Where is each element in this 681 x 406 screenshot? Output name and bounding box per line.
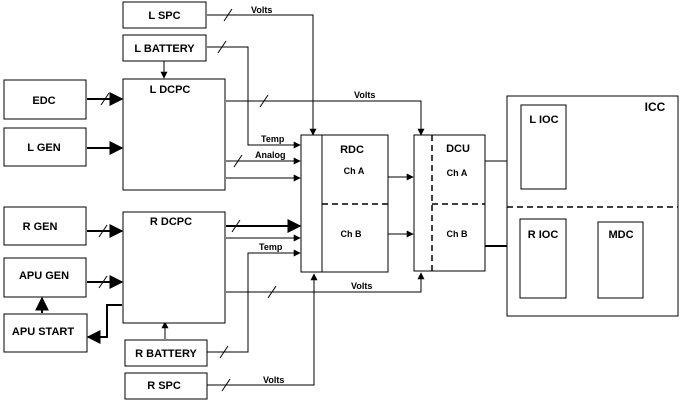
block-apu-gen: APU GEN — [3, 257, 87, 298]
block-rdc-label: RDC — [340, 144, 364, 156]
slash-mark — [219, 345, 229, 359]
block-l-battery: L BATTERY — [122, 34, 207, 62]
rdc-ch-b-label: Ch B — [341, 229, 362, 239]
block-apu-start: APU START — [3, 313, 88, 353]
block-l-dcpc: L DCPC — [122, 78, 226, 191]
block-l-spc-label: L SPC — [148, 10, 180, 22]
wire-l-spc-to-rdc — [207, 14, 317, 136]
signal-temp-l: Temp — [261, 134, 285, 144]
signal-volts-r-dcpc: Volts — [351, 281, 372, 291]
block-r-gen-label: R GEN — [23, 221, 58, 233]
dcu-ch-b-label: Ch B — [447, 229, 468, 239]
slash-mark — [217, 40, 227, 54]
wire-r-spc-to-rdc — [207, 273, 318, 386]
slash-mark — [100, 92, 110, 106]
dcu-ch-a-label: Ch A — [447, 168, 468, 178]
signal-temp-r: Temp — [259, 242, 283, 252]
block-dcu: DCU Ch A Ch B — [413, 134, 486, 272]
block-l-gen: L GEN — [3, 127, 87, 167]
slash-mark — [223, 8, 233, 22]
signal-volts-l-dcpc: Volts — [354, 90, 375, 100]
block-r-spc: R SPC — [124, 372, 208, 400]
wire-l-dcpc-volts-to-dcu — [226, 100, 425, 136]
block-apu-gen-label: APU GEN — [19, 270, 69, 282]
block-edc-label: EDC — [32, 95, 55, 107]
block-icc-label: ICC — [645, 100, 666, 114]
block-l-spc: L SPC — [122, 1, 207, 29]
block-apu-start-label: APU START — [12, 326, 74, 338]
slash-mark — [259, 94, 269, 108]
block-dcu-label: DCU — [446, 143, 470, 155]
slash-mark — [221, 378, 231, 392]
block-r-spc-label: R SPC — [147, 380, 181, 392]
block-r-battery: R BATTERY — [124, 339, 208, 367]
rdc-ch-a-label: Ch A — [344, 166, 365, 176]
block-r-ioc: R IOC — [519, 218, 567, 299]
block-r-dcpc-label: R DCPC — [150, 216, 192, 228]
block-l-ioc: L IOC — [520, 104, 567, 190]
block-mdc: MDC — [597, 221, 644, 299]
wire-r-battery-to-rdc — [207, 249, 301, 353]
block-l-dcpc-label: L DCPC — [150, 84, 191, 96]
signal-volts-l-spc: Volts — [251, 5, 272, 15]
slash-mark — [98, 275, 108, 289]
block-edc: EDC — [3, 79, 87, 120]
block-l-ioc-label: L IOC — [529, 114, 558, 126]
block-l-gen-label: L GEN — [27, 142, 60, 154]
slash-mark — [231, 219, 241, 233]
signal-analog-l: Analog — [255, 150, 286, 160]
block-r-battery-label: R BATTERY — [135, 348, 197, 360]
wire-r-dcpc-volts-to-dcu — [226, 272, 425, 293]
block-rdc: RDC Ch A Ch B — [300, 134, 389, 273]
slash-mark — [267, 285, 277, 299]
block-r-gen: R GEN — [3, 206, 87, 246]
signal-labels: Volts Volts Temp Analog Temp Volts Volts — [251, 5, 375, 385]
signal-volts-r-spc: Volts — [263, 375, 284, 385]
wire-l-battery-to-rdc — [207, 46, 301, 149]
block-r-dcpc: R DCPC — [122, 211, 226, 324]
slash-mark — [98, 224, 108, 238]
wire-r-dcpc-to-apu-start — [86, 304, 122, 344]
block-l-battery-label: L BATTERY — [134, 43, 195, 55]
block-r-ioc-label: R IOC — [528, 229, 559, 241]
slash-mark — [233, 154, 243, 168]
block-mdc-label: MDC — [608, 229, 633, 241]
